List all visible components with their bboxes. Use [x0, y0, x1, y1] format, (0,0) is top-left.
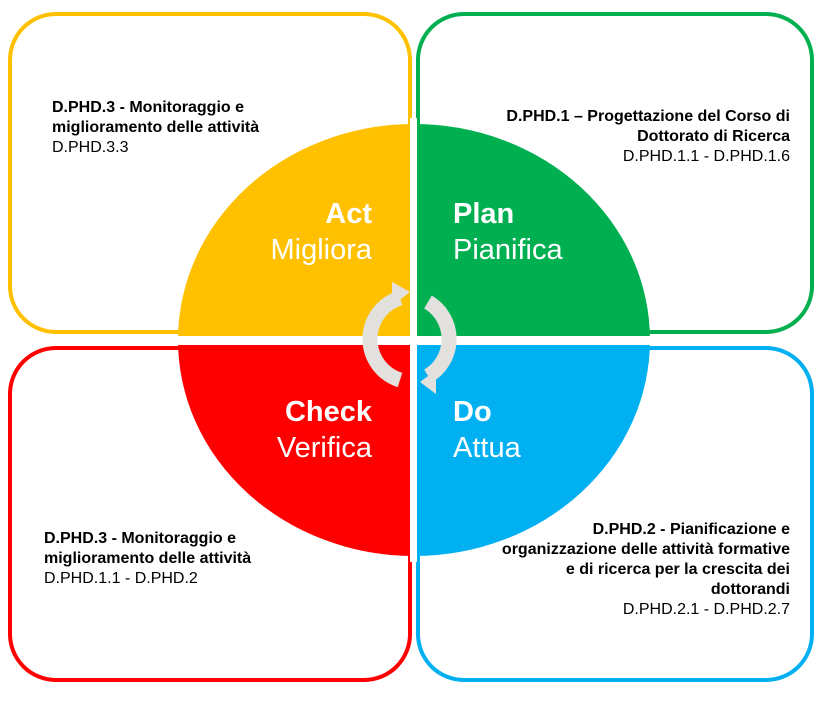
do-label-it: Attua [453, 432, 521, 464]
do-label-en: Do [453, 396, 492, 428]
do-description-refs: D.PHD.2.1 - D.PHD.2.7 [622, 601, 790, 618]
plan-description-title: D.PHD.1 – Progettazione del Corso di Dot… [506, 108, 790, 145]
check-label-it: Verifica [276, 432, 372, 464]
act-label: Act Migliora [270, 196, 372, 268]
plan-label: Plan Pianifica [453, 196, 563, 268]
plan-sector [414, 124, 650, 340]
act-sector [178, 124, 414, 340]
do-label: Do Attua [453, 394, 521, 466]
act-description-title: D.PHD.3 - Monitoraggio e miglioramento d… [52, 99, 260, 136]
do-sector [414, 340, 650, 556]
plan-label-it: Pianifica [453, 234, 563, 266]
check-sector [178, 340, 414, 556]
plan-description: D.PHD.1 – Progettazione del Corso di Dot… [460, 107, 790, 167]
check-description-title: D.PHD.3 - Monitoraggio e miglioramento d… [44, 530, 252, 567]
act-description: D.PHD.3 - Monitoraggio e miglioramento d… [52, 98, 322, 158]
circular-arrows-icon [362, 290, 457, 388]
act-label-it: Migliora [270, 234, 372, 266]
act-label-en: Act [325, 198, 372, 230]
check-label: Check Verifica [277, 394, 372, 466]
vertical-divider [410, 118, 417, 562]
act-description-refs: D.PHD.3.3 [52, 139, 129, 156]
check-description-refs: D.PHD.1.1 - D.PHD.2 [44, 570, 198, 587]
check-description: D.PHD.3 - Monitoraggio e miglioramento d… [44, 529, 324, 589]
do-description: D.PHD.2 - Pianificazione e organizzazion… [490, 520, 790, 620]
arrow-head-top [392, 282, 410, 306]
check-label-en: Check [284, 396, 372, 428]
plan-label-en: Plan [453, 198, 515, 230]
arrow-head-bottom [420, 370, 436, 394]
plan-description-refs: D.PHD.1.1 - D.PHD.1.6 [622, 148, 790, 165]
do-description-title: D.PHD.2 - Pianificazione e organizzazion… [501, 521, 790, 598]
